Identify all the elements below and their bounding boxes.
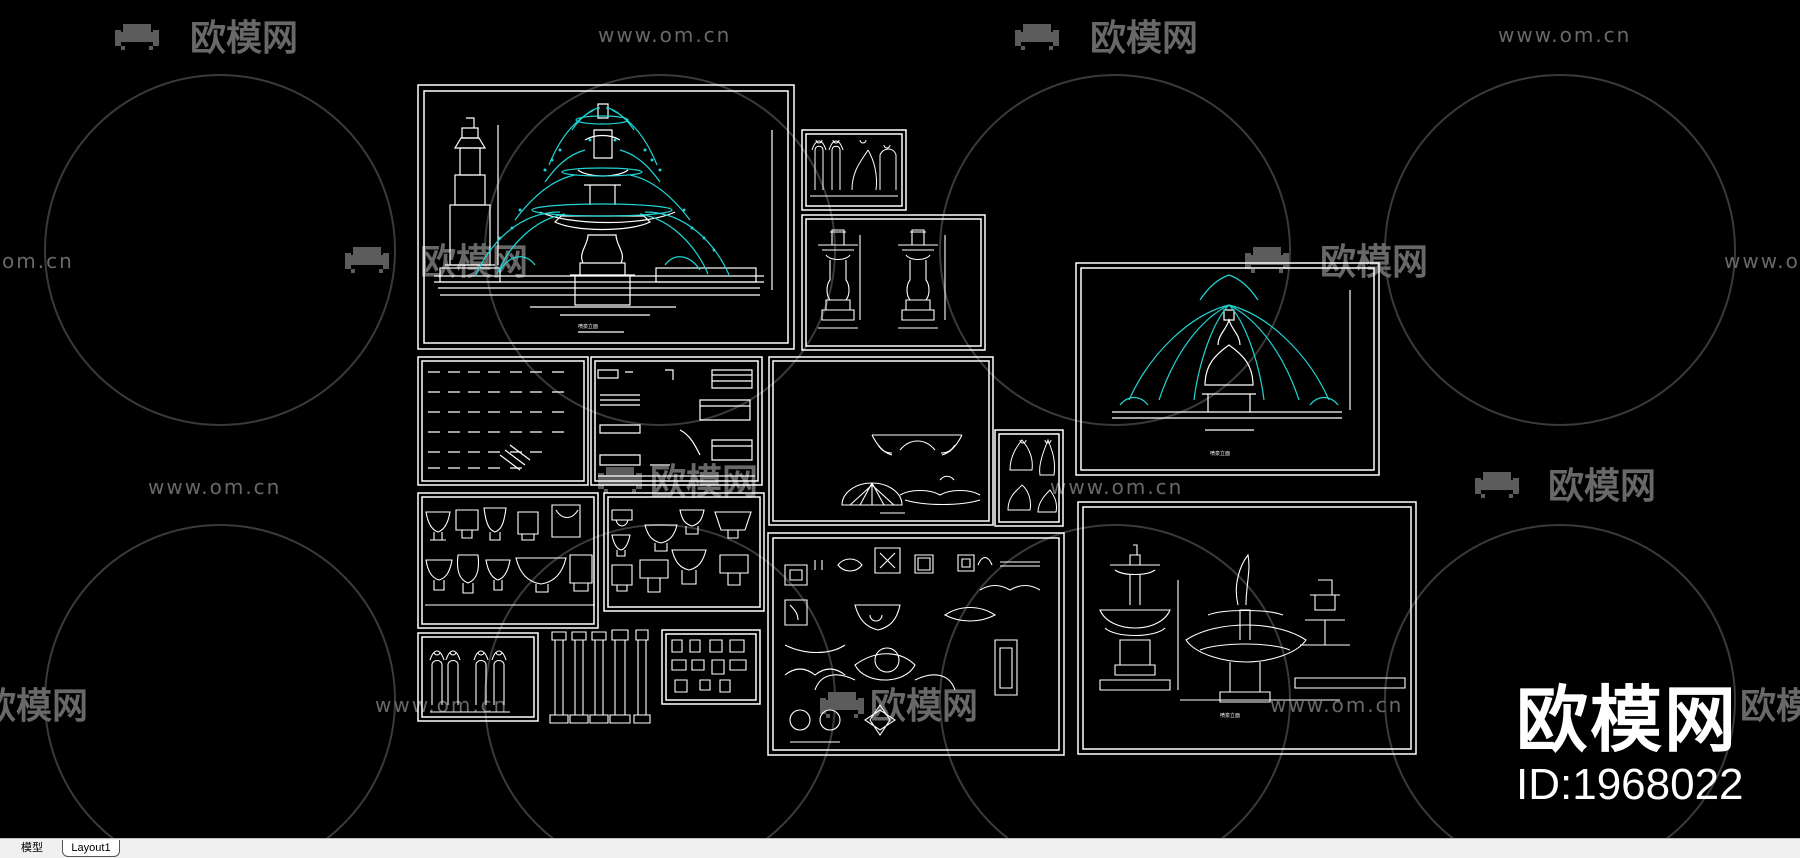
sofa-icon [598, 467, 642, 493]
watermark-url-partial: om.cn [2, 249, 74, 273]
drawing-svg: 欧模网 www.om.cn 欧模网 www.om.cn om.cn 欧模网 欧模… [0, 18, 1800, 838]
svg-text:喷泉立面: 喷泉立面 [1210, 450, 1230, 457]
fountains-sheet: 喷泉立面 [1099, 544, 1406, 719]
watermark-url: www.om.cn [1050, 475, 1183, 499]
sofa-icon [820, 692, 864, 718]
watermark-brand: 欧模网 [1548, 466, 1656, 507]
watermark-url: www.om.cn [148, 475, 281, 499]
watermark-brand: 欧模网 [1090, 18, 1198, 59]
statues-sheet [810, 139, 898, 197]
sofa-icon [1015, 24, 1059, 50]
statues-columns-sheet [429, 629, 747, 724]
watermark-url: www.om.cn [1498, 23, 1631, 47]
fountain-main-drawing: 喷泉立面 [434, 103, 773, 333]
sofa-icon [1475, 472, 1519, 498]
urns-sheet [818, 229, 946, 329]
watermark-url: www.om.cn [598, 23, 731, 47]
tab-layout1[interactable]: Layout1 [62, 840, 120, 857]
svg-text:喷泉立面: 喷泉立面 [1220, 712, 1240, 719]
figures-sheet [1007, 438, 1057, 513]
corner-brand: 欧模网 ID:1968022 [1516, 680, 1756, 810]
vases-sheet-2 [611, 509, 752, 593]
brand-logo: 欧模网 [1516, 678, 1739, 762]
moldings-sheet-1 [428, 371, 564, 471]
vases-sheet-1 [425, 504, 595, 606]
svg-text:喷泉立面: 喷泉立面 [578, 323, 598, 330]
moldings-sheet-2 [597, 369, 755, 477]
watermark-url: www.om.cn [1724, 249, 1800, 273]
watermark-brand: 欧模网 [190, 18, 298, 59]
water-droplets-main [488, 138, 716, 252]
layout-tab-bar: 模型 Layout1 [0, 838, 1800, 858]
watermark-sofa-icons [115, 24, 1519, 718]
right-fountain-drawing: 喷泉立面 [1112, 290, 1351, 457]
watermark-brand-partial: 欧模网 [0, 686, 88, 727]
watermark-url: www.om.cn [1270, 693, 1403, 717]
water-jets-right [1119, 274, 1339, 406]
watermark-url: www.om.cn [375, 693, 508, 717]
watermark-brand: 欧模网 [650, 462, 758, 503]
ornament-sheet [841, 434, 981, 514]
watermark-brand-partial: 欧模网 [1740, 686, 1800, 727]
watermark-texts: 欧模网 www.om.cn 欧模网 www.om.cn om.cn 欧模网 欧模… [0, 18, 1800, 727]
tab-model[interactable]: 模型 [21, 842, 43, 854]
water-jets-main [474, 107, 731, 278]
sofa-icon [1245, 247, 1289, 273]
sheet-frame-fountain-main [417, 84, 795, 350]
model-id-label: ID:1968022 [1516, 760, 1744, 809]
sofa-icon [345, 247, 389, 273]
sheet-frames [417, 84, 1417, 756]
watermark-brand: 欧模网 [870, 686, 978, 727]
drawing-canvas[interactable]: 欧模网 www.om.cn 欧模网 www.om.cn om.cn 欧模网 欧模… [0, 0, 1800, 838]
big-ornament-sheet [784, 547, 1041, 743]
sofa-icon [115, 24, 159, 50]
